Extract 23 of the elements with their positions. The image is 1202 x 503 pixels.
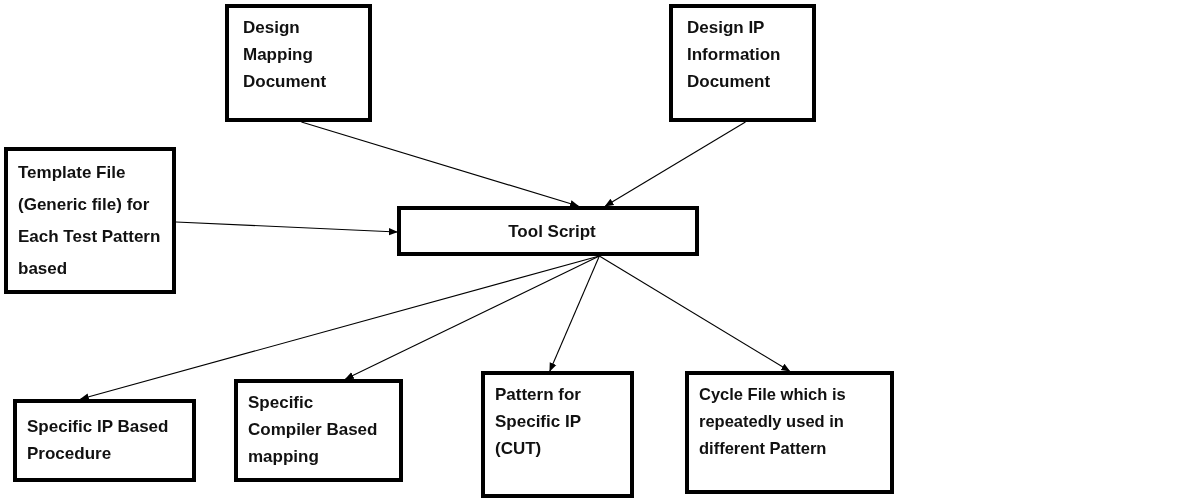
arrow (604, 121, 746, 207)
box-label: Design IP Information Document (687, 17, 782, 93)
arrow (598, 255, 791, 372)
box-label: Specific Compiler Based mapping (248, 392, 379, 468)
box-label: Specific IP Based Procedure (27, 416, 170, 465)
box-label: Pattern for Specific IP (CUT) (495, 384, 582, 460)
arrow (79, 255, 600, 401)
process-box (234, 379, 403, 482)
box-label: Design Mapping Document (243, 17, 328, 93)
arrow (300, 121, 580, 208)
box-label: Template File (Generic file) for Each Test Pattern based (18, 162, 162, 280)
process-box (685, 371, 894, 494)
arrow (549, 255, 600, 372)
arrow (344, 255, 600, 380)
process-box (669, 4, 816, 122)
process-box (13, 399, 196, 482)
process-box (397, 206, 699, 256)
process-box (4, 147, 176, 294)
box-label: Cycle File which is repeatedly used in different Pattern (699, 384, 847, 459)
box-label: Tool Script (507, 221, 597, 243)
arrow (175, 221, 398, 236)
process-box (225, 4, 372, 122)
process-box (481, 371, 634, 498)
